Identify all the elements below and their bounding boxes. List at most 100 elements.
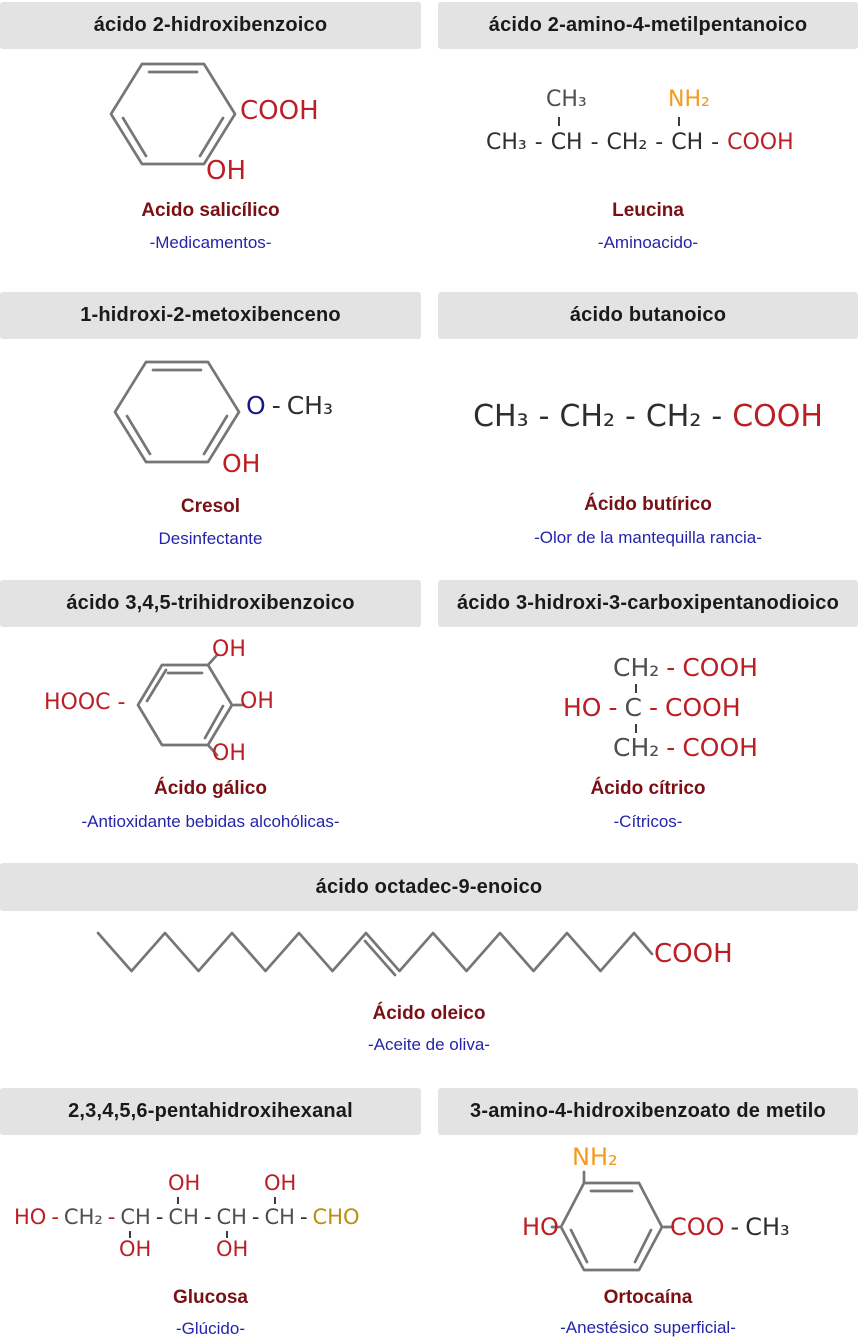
iupac-header: 1-hidroxi-2-metoxibenceno: [0, 292, 421, 339]
formula-segment: CH₂: [559, 399, 615, 434]
bond-tick: [678, 117, 680, 126]
use-label: -Cítricos-: [613, 812, 683, 831]
common-name: Ácido oleico: [372, 1003, 486, 1024]
oh-below-label: OH: [119, 1237, 152, 1261]
formula-segment: -: [666, 653, 676, 682]
oh-mid-label: OH: [240, 689, 274, 714]
card-cresol: 1-hidroxi-2-metoxibenceno O-CH₃ OH Creso…: [0, 290, 421, 578]
citric-center-formula: HO-C-COOH: [563, 693, 741, 723]
formula-segment: CH: [671, 130, 704, 155]
formula-segment: HO: [14, 1205, 47, 1229]
row-3: ácido 3,4,5-trihidroxibenzoico HOOC - OH…: [0, 578, 858, 863]
cooh-label: COOH: [240, 96, 319, 126]
formula-segment: -: [730, 1213, 740, 1241]
formula-segment: COOH: [682, 653, 758, 682]
amine-label: NH₂: [572, 1143, 618, 1171]
formula-segment: -: [711, 130, 720, 155]
formula-segment: -: [655, 130, 664, 155]
use-label: -Antioxidante bebidas alcohólicas-: [81, 812, 340, 831]
ho-label: HO: [522, 1213, 559, 1241]
formula-segment: -: [155, 1205, 164, 1229]
row-2: 1-hidroxi-2-metoxibenceno O-CH₃ OH Creso…: [0, 290, 858, 578]
card-acido-citrico: ácido 3-hidroxi-3-carboxipentanodioico C…: [438, 578, 858, 863]
use-label: -Medicamentos-: [149, 233, 272, 252]
bond-tick: [274, 1197, 276, 1204]
formula-segment: COO: [670, 1213, 725, 1241]
use-label: Desinfectante: [158, 529, 263, 548]
use-label: -Glúcido-: [176, 1319, 245, 1338]
formula-segment: COOH: [732, 399, 823, 434]
row-4: ácido octadec-9-enoico COOH Ácido oleico…: [0, 863, 858, 1086]
benzene-ring-diagram: [109, 62, 237, 166]
oh-label: OH: [206, 156, 247, 186]
iupac-header: ácido butanoico: [438, 292, 858, 339]
bond-tick: [558, 117, 560, 126]
card-acido-salicilico: ácido 2-hidroxibenzoico COOH OH Acido sa…: [0, 0, 421, 290]
oh-top-label: OH: [212, 637, 246, 662]
iupac-header: ácido 3,4,5-trihidroxibenzoico: [0, 580, 421, 627]
card-leucina: ácido 2-amino-4-metilpentanoico CH₃ NH₂ …: [438, 0, 858, 290]
use-label: -Anestésico superficial-: [560, 1318, 736, 1337]
iupac-header: ácido 2-hidroxibenzoico: [0, 2, 421, 49]
main-chain-formula: CH₃-CH-CH₂-CH-COOH: [486, 130, 794, 155]
card-ortocaina: 3-amino-4-hidroxibenzoato de metilo NH₂ …: [438, 1086, 858, 1339]
bond-tick: [635, 684, 637, 693]
formula-segment: CH₂: [63, 1205, 103, 1229]
ester-group-label: COO-CH₃: [670, 1213, 790, 1242]
formula-segment: -: [666, 733, 676, 762]
iupac-header: ácido 2-amino-4-metilpentanoico: [438, 2, 858, 49]
double-bond-line: [363, 939, 397, 977]
bond-tick: [177, 1197, 179, 1204]
formula-segment: -: [590, 130, 599, 155]
use-label: -Aceite de oliva-: [368, 1035, 490, 1054]
oh-above-label: OH: [168, 1171, 201, 1195]
methoxy-group-label: O-CH₃: [246, 391, 333, 421]
main-chain-formula: CH₃-CH₂-CH₂-COOH: [438, 399, 858, 435]
formula-segment: -: [608, 693, 618, 722]
formula-segment: O: [246, 391, 266, 420]
formula-segment: -: [534, 130, 543, 155]
formula-segment: CHO: [312, 1205, 360, 1229]
condensed-formula-diagram: OH OH HO-CH₂-CH-CH-CH-CH-CHO OH OH: [14, 1171, 414, 1272]
condensed-formula-diagram: CH₃ NH₂ CH₃-CH-CH₂-CH-COOH: [486, 87, 810, 160]
iupac-header: ácido 3-hidroxi-3-carboxipentanodioico: [438, 580, 858, 627]
formula-segment: CH₃: [745, 1213, 790, 1241]
common-name: Leucina: [612, 200, 684, 221]
formula-segment: CH: [120, 1205, 151, 1229]
benzene-ring-diagram: [113, 360, 241, 464]
formula-segment: CH: [264, 1205, 295, 1229]
iupac-header: 2,3,4,5,6-pentahidroxihexanal: [0, 1088, 421, 1135]
oh-bottom-label: OH: [212, 741, 246, 766]
card-glucosa: 2,3,4,5,6-pentahidroxihexanal OH OH HO-C…: [0, 1086, 421, 1339]
oh-label: OH: [222, 449, 261, 478]
oh-below-label: OH: [216, 1237, 249, 1261]
card-acido-galico: ácido 3,4,5-trihidroxibenzoico HOOC - OH…: [0, 578, 421, 863]
formula-segment: CH₂: [613, 653, 660, 682]
cooh-label: COOH: [654, 939, 733, 969]
formula-segment: CH₃: [473, 399, 529, 434]
common-name: Ácido butírico: [584, 494, 712, 515]
formula-segment: CH: [168, 1205, 199, 1229]
common-name: Glucosa: [173, 1287, 248, 1308]
card-acido-oleico: ácido octadec-9-enoico COOH Ácido oleico…: [0, 863, 858, 1086]
card-acido-butirico: ácido butanoico CH₃-CH₂-CH₂-COOH Ácido b…: [438, 290, 858, 578]
hooc-label: HOOC -: [44, 690, 126, 715]
bond-tick: [635, 724, 637, 733]
formula-segment: -: [711, 399, 723, 434]
row-1: ácido 2-hidroxibenzoico COOH OH Acido sa…: [0, 0, 858, 290]
formula-segment: CH₃: [486, 130, 527, 155]
main-chain-formula: HO-CH₂-CH-CH-CH-CH-CHO: [14, 1205, 360, 1229]
common-name: Ácido gálico: [154, 778, 267, 799]
row-5: 2,3,4,5,6-pentahidroxihexanal OH OH HO-C…: [0, 1086, 858, 1339]
formula-segment: -: [107, 1205, 116, 1229]
formula-segment: -: [299, 1205, 308, 1229]
bond-tick: [226, 1231, 228, 1238]
formula-segment: COOH: [665, 693, 741, 722]
formula-segment: CH: [550, 130, 583, 155]
formula-segment: COOH: [682, 733, 758, 762]
formula-segment: -: [271, 391, 281, 420]
formula-segment: -: [648, 693, 659, 722]
formula-segment: CH: [216, 1205, 247, 1229]
oh-above-label: OH: [264, 1171, 297, 1195]
zigzag-chain-diagram: [96, 931, 654, 977]
